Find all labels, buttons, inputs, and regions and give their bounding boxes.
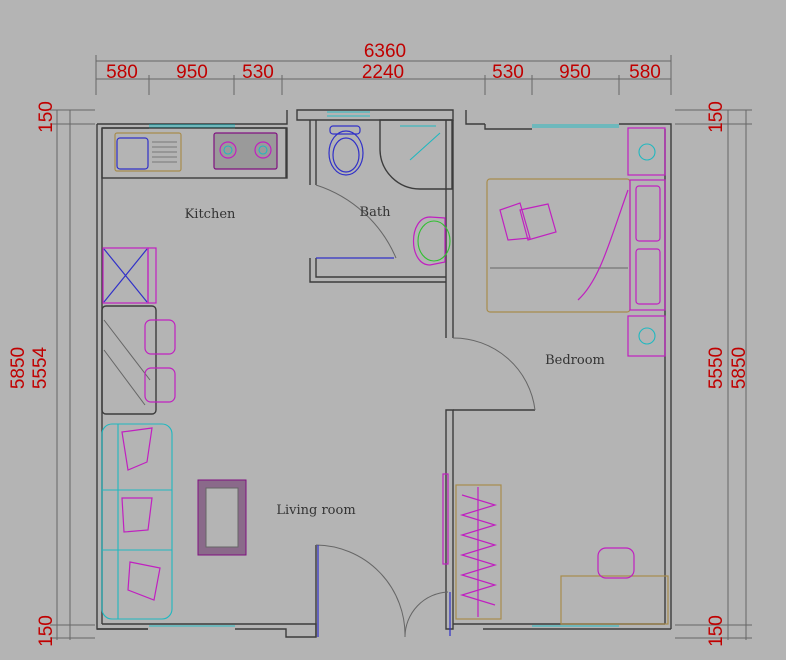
dim-left-bottom: 150	[36, 615, 57, 647]
bath-door-swing	[315, 184, 397, 259]
dim-right-bottom: 150	[706, 615, 727, 647]
washbasin-icon	[412, 216, 451, 266]
bar-counter	[101, 305, 176, 415]
tv-unit	[442, 473, 449, 565]
room-label-bedroom: Bedroom	[545, 353, 605, 368]
dim-top-5: 530	[492, 62, 524, 83]
walls	[96, 109, 672, 638]
stove-icon	[213, 132, 278, 170]
wardrobe-icon	[455, 484, 502, 620]
entry-door-swing	[315, 544, 406, 638]
bar-stool	[144, 319, 176, 355]
dim-top-7: 580	[629, 62, 661, 83]
chair-icon	[597, 547, 635, 579]
kitchen-counter	[101, 127, 288, 179]
dim-left-inner: 5554	[30, 346, 51, 389]
room-label-living-room: Living room	[276, 503, 355, 518]
dim-top-6: 950	[559, 62, 591, 83]
nightstand	[627, 315, 666, 357]
sink-icon	[114, 132, 182, 172]
windows	[149, 111, 619, 627]
right-dimension-lines	[675, 109, 752, 640]
coffee-table-icon	[197, 479, 247, 556]
dim-left-total: 5850	[8, 347, 29, 389]
desk-icon	[560, 547, 669, 625]
toilet-icon	[328, 125, 364, 176]
dim-top-3: 530	[242, 62, 274, 83]
room-label-bath: Bath	[360, 205, 392, 220]
nightstand	[627, 127, 666, 176]
dim-right-inner: 5550	[706, 347, 727, 389]
top-dimension-lines	[95, 55, 672, 95]
dim-top-1: 580	[106, 62, 138, 83]
dim-left-top: 150	[36, 101, 57, 133]
bar-stool	[144, 367, 176, 403]
sofa-icon	[101, 423, 173, 620]
dim-right-total: 5850	[729, 347, 750, 389]
room-label-kitchen: Kitchen	[185, 207, 236, 222]
bed-icon	[486, 127, 666, 357]
fridge-icon	[102, 247, 157, 304]
dim-top-4: 2240	[362, 62, 404, 83]
dim-right-top: 150	[706, 101, 727, 133]
left-dimension-lines	[50, 109, 95, 640]
dim-top-2: 950	[176, 62, 208, 83]
shower-icon	[379, 119, 453, 190]
dim-total-width: 6360	[364, 41, 406, 62]
bedroom-door-swing	[452, 337, 536, 411]
entry-door-leaf-swing	[404, 591, 449, 638]
